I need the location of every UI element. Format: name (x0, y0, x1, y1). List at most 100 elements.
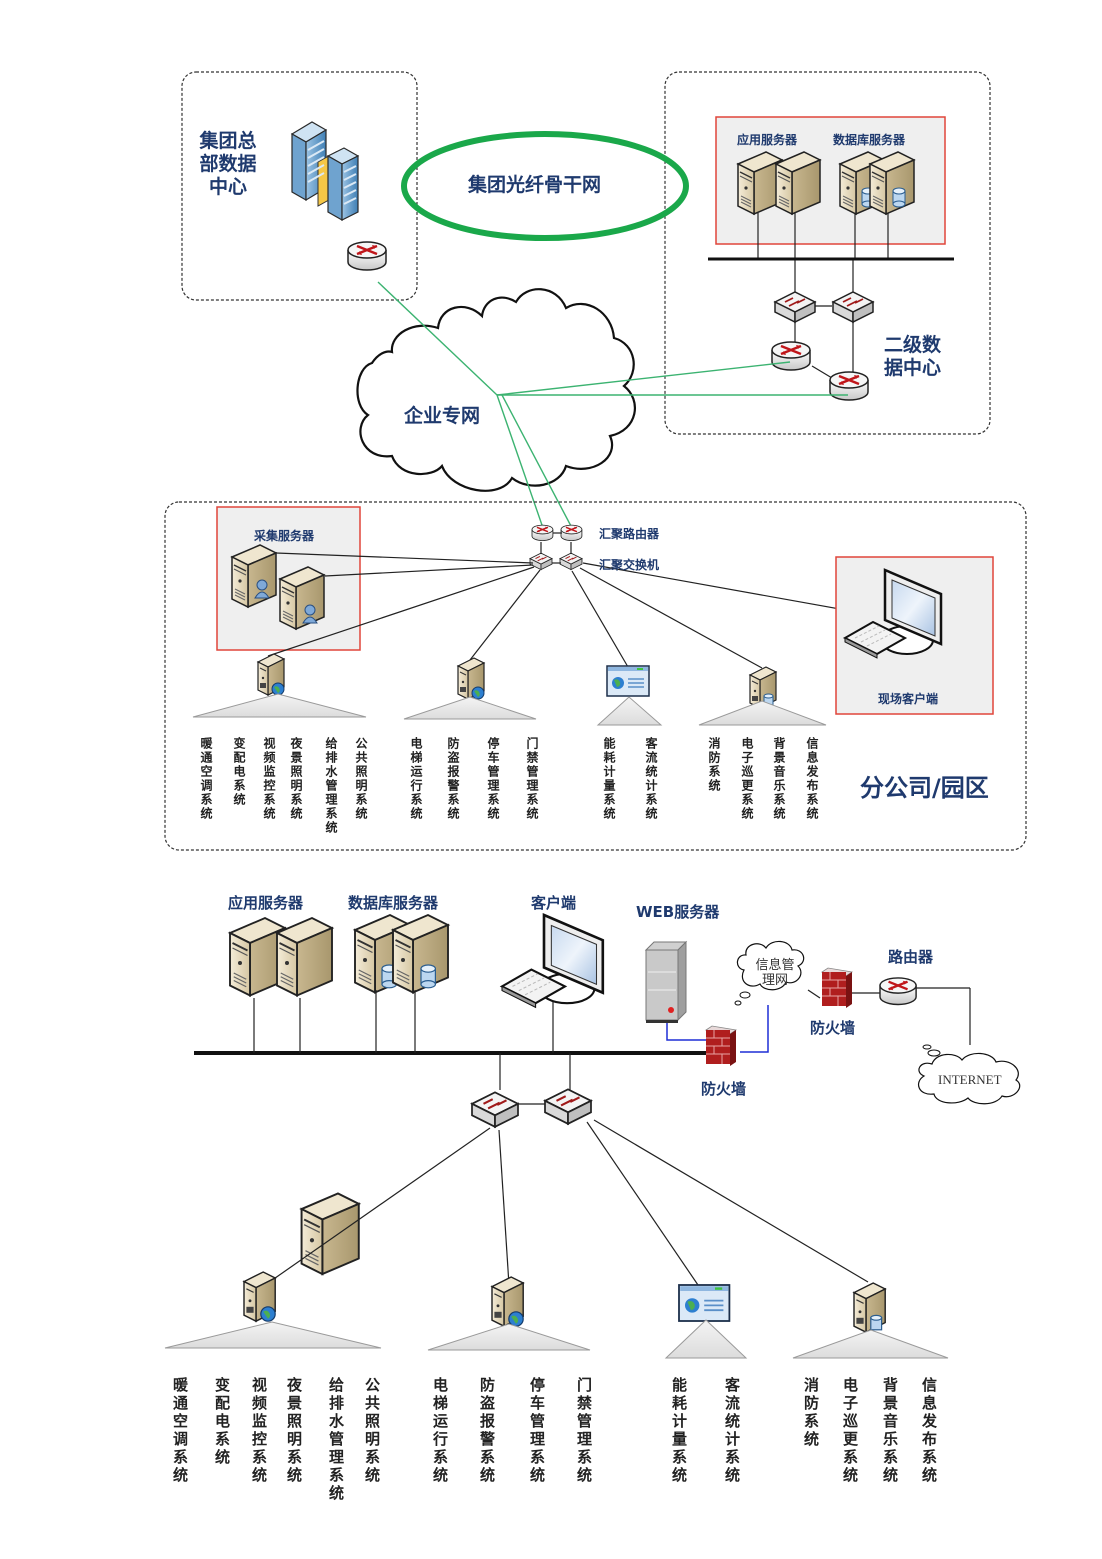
core-switch-icon (543, 1088, 593, 1125)
system-label: 背景音乐系统 (772, 737, 786, 821)
system-label: 给排水管理系统 (327, 1377, 345, 1503)
server-bus-drops (757, 213, 889, 379)
system-label: 停车管理系统 (528, 1377, 546, 1485)
db-servers-label: 数据库服务器 (348, 894, 439, 912)
secondary-datacenter-label: 二级数 据中心 (884, 334, 941, 380)
system-label: 视频监控系统 (250, 1377, 268, 1485)
system-label: 电子巡更系统 (740, 737, 754, 821)
site-client-label: 现场客户端 (878, 692, 939, 706)
app-servers-label: 应用服务器 (228, 894, 304, 912)
secondary-datacenter-boundary (664, 71, 991, 435)
system-label: 变配电系统 (232, 737, 246, 807)
firewall-icon (821, 967, 853, 1009)
system-label: 能耗计量系统 (602, 737, 616, 821)
web-server-icon (644, 940, 688, 1023)
enterprise-network-label: 企业专网 (404, 405, 481, 427)
label-line: 理网 (761, 973, 788, 988)
secondary-db-servers-label: 数据库服务器 (833, 133, 906, 147)
backbone-ring (401, 131, 689, 241)
system-label: 电梯运行系统 (409, 737, 423, 821)
system-label: 暖通空调系统 (171, 1377, 189, 1485)
border-router-icon (770, 340, 812, 372)
web-panel-icon (606, 665, 650, 697)
firewall-outer-label: 防火墙 (810, 1019, 856, 1037)
system-label: 给排水管理系统 (324, 737, 338, 835)
fanout-triangle (664, 1319, 748, 1359)
backbone-label: 集团光纤骨干网 (468, 174, 602, 196)
app-server-icon (775, 151, 821, 215)
system-label: 防盗报警系统 (446, 737, 460, 821)
enterprise-network-cloud (356, 288, 637, 492)
cloud-bubble (739, 991, 751, 999)
label-line: 集团总 (199, 130, 257, 152)
database-icon (892, 187, 906, 208)
fanout-triangle (427, 1323, 591, 1351)
fanout-triangle (192, 693, 367, 718)
branch-title: 分公司/园区 (860, 774, 989, 802)
firewall-inner-label: 防火墙 (701, 1080, 747, 1098)
system-label: 背景音乐系统 (881, 1377, 899, 1485)
system-label: 夜景照明系统 (289, 737, 303, 821)
router-icon (878, 976, 918, 1006)
field-server-icon (257, 653, 285, 696)
dmz-links (666, 1005, 769, 1053)
label-line: 部数据 (199, 153, 257, 175)
app-server-icon (300, 1192, 360, 1276)
aggregation-switch-label: 汇聚交换机 (599, 558, 660, 572)
internet-label: INTERNET (938, 1072, 1002, 1087)
border-router-icon (828, 370, 870, 402)
cloud-bubble (927, 1049, 941, 1057)
client-pc-icon (500, 913, 605, 1009)
branch-boundary (164, 501, 1027, 851)
system-label: 客流统计系统 (644, 737, 658, 821)
aggregation-router-label: 汇聚路由器 (599, 527, 660, 541)
system-label: 门禁管理系统 (575, 1377, 593, 1485)
system-label: 客流统计系统 (723, 1377, 741, 1485)
fanout-triangle (792, 1329, 949, 1359)
system-label: 消防系统 (802, 1377, 820, 1449)
system-label: 消防系统 (707, 737, 721, 793)
collector-server-icon (279, 566, 325, 630)
client-label: 客户端 (531, 894, 577, 912)
label-line: 据中心 (884, 357, 942, 379)
office-building-icon (290, 121, 360, 222)
aggregation-router-icon (560, 524, 583, 542)
core-switch-icon (774, 291, 816, 323)
user-icon (302, 604, 318, 624)
cloud-bubble (922, 1044, 932, 1050)
system-label: 门禁管理系统 (525, 737, 539, 821)
branch-links (267, 532, 891, 669)
system-label: 信息发布系统 (920, 1377, 938, 1485)
internet-cloud (917, 1052, 1021, 1105)
system-label: 信息发布系统 (805, 737, 819, 821)
field-server-icon (457, 657, 485, 700)
field-server-icon (491, 1276, 524, 1327)
core-switch-icon (470, 1091, 520, 1128)
system-label: 电梯运行系统 (431, 1377, 449, 1485)
info-network-cloud (736, 940, 805, 991)
system-label: 停车管理系统 (486, 737, 500, 821)
system-label: 公共照明系统 (354, 737, 368, 821)
router-label: 路由器 (888, 948, 934, 966)
database-icon (420, 964, 436, 989)
field-server-icon (243, 1271, 276, 1322)
user-icon (254, 579, 270, 599)
fanout-triangle (698, 700, 827, 726)
system-label: 电子巡更系统 (841, 1377, 859, 1485)
system-label: 能耗计量系统 (670, 1377, 688, 1485)
label-line: 信息管 (755, 958, 795, 973)
wan-links (377, 281, 848, 529)
bus-drops (253, 987, 971, 1286)
fanout-triangle (403, 696, 537, 720)
system-label: 变配电系统 (213, 1377, 231, 1467)
db-server-icon (869, 151, 915, 215)
system-label: 公共照明系统 (363, 1377, 381, 1485)
label-line: 二级数 (884, 334, 942, 356)
system-label: 暖通空调系统 (199, 737, 213, 821)
cloud-bubble (734, 1000, 742, 1006)
system-label: 防盗报警系统 (478, 1377, 496, 1485)
fanout-triangle (596, 696, 663, 726)
system-label: 夜景照明系统 (285, 1377, 303, 1485)
fanout-triangle (164, 1321, 382, 1349)
